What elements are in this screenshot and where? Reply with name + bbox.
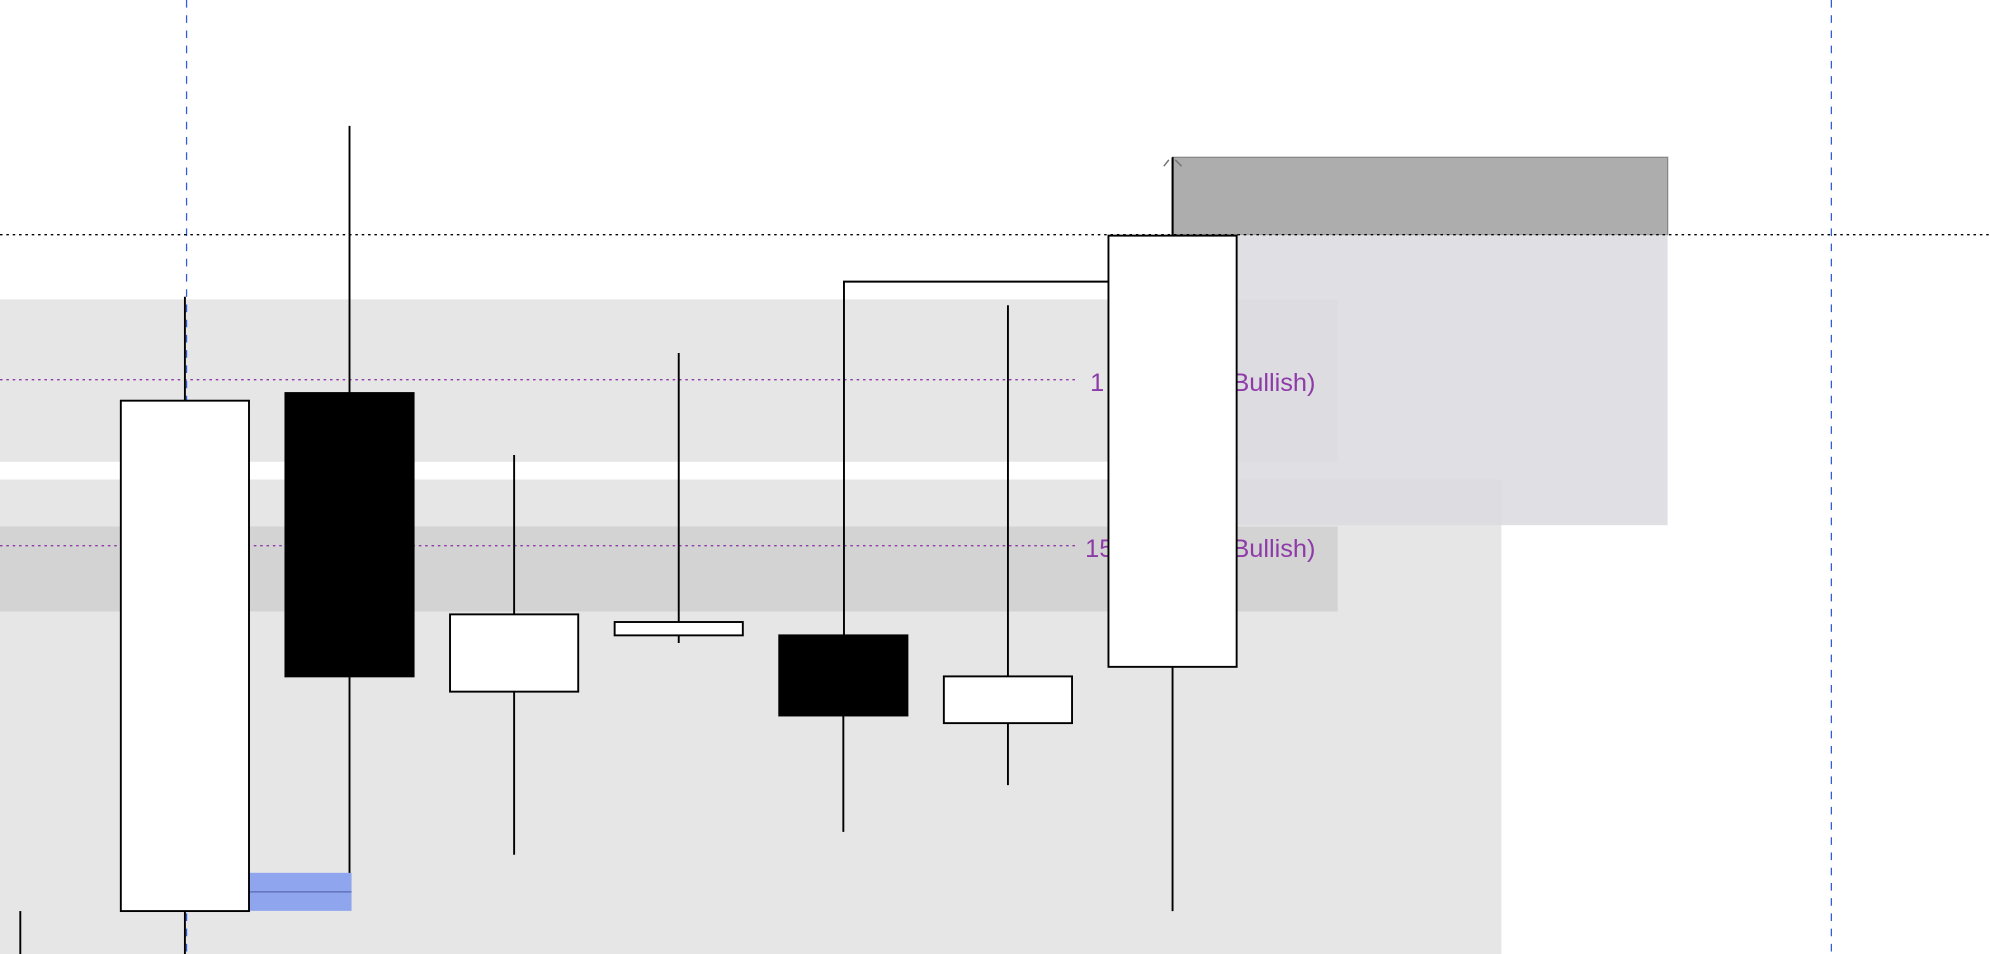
level-label-end: Bullish) — [1232, 369, 1315, 397]
candle-7[interactable] — [1107, 157, 1238, 912]
candle-6[interactable] — [942, 305, 1073, 786]
bull-candle-body — [449, 613, 580, 693]
level-label-start: 1 — [1090, 369, 1104, 397]
bracket-line — [843, 280, 1110, 636]
zone-right-light-box — [1172, 234, 1668, 526]
bull-candle-body — [613, 621, 744, 637]
level-label-end: Bullish) — [1232, 535, 1315, 563]
candle-1[interactable] — [119, 296, 250, 954]
bull-candle-body — [119, 399, 250, 913]
bull-candle-body — [942, 675, 1073, 725]
candle-5[interactable] — [778, 634, 909, 832]
candle-4[interactable] — [613, 352, 744, 643]
bull-candle-body — [1107, 234, 1238, 668]
bear-candle-body — [778, 634, 909, 717]
zone-right-grey-box — [1172, 156, 1669, 236]
candle-3[interactable] — [449, 455, 580, 855]
caret-icon — [1163, 159, 1183, 167]
candle-2[interactable] — [284, 125, 415, 873]
bear-candle-body — [284, 392, 415, 678]
